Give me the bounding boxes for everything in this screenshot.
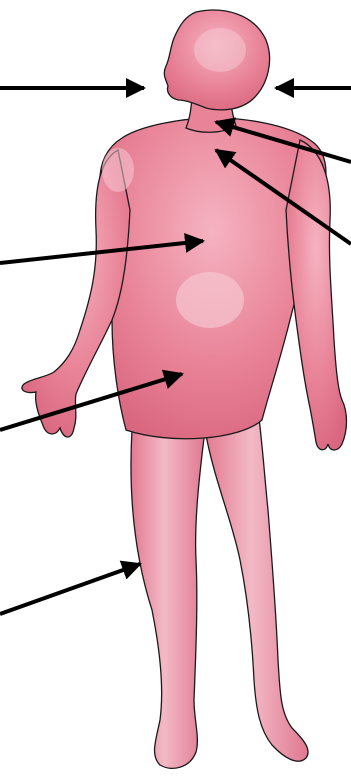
right-leg (205, 410, 308, 761)
chest-highlight (176, 272, 244, 328)
shoulder-highlight (102, 148, 134, 192)
human-body-figure (22, 10, 347, 768)
right-arm (286, 140, 347, 450)
arrow-leg (0, 564, 140, 614)
left-leg (131, 430, 205, 768)
head-highlight (194, 28, 246, 72)
